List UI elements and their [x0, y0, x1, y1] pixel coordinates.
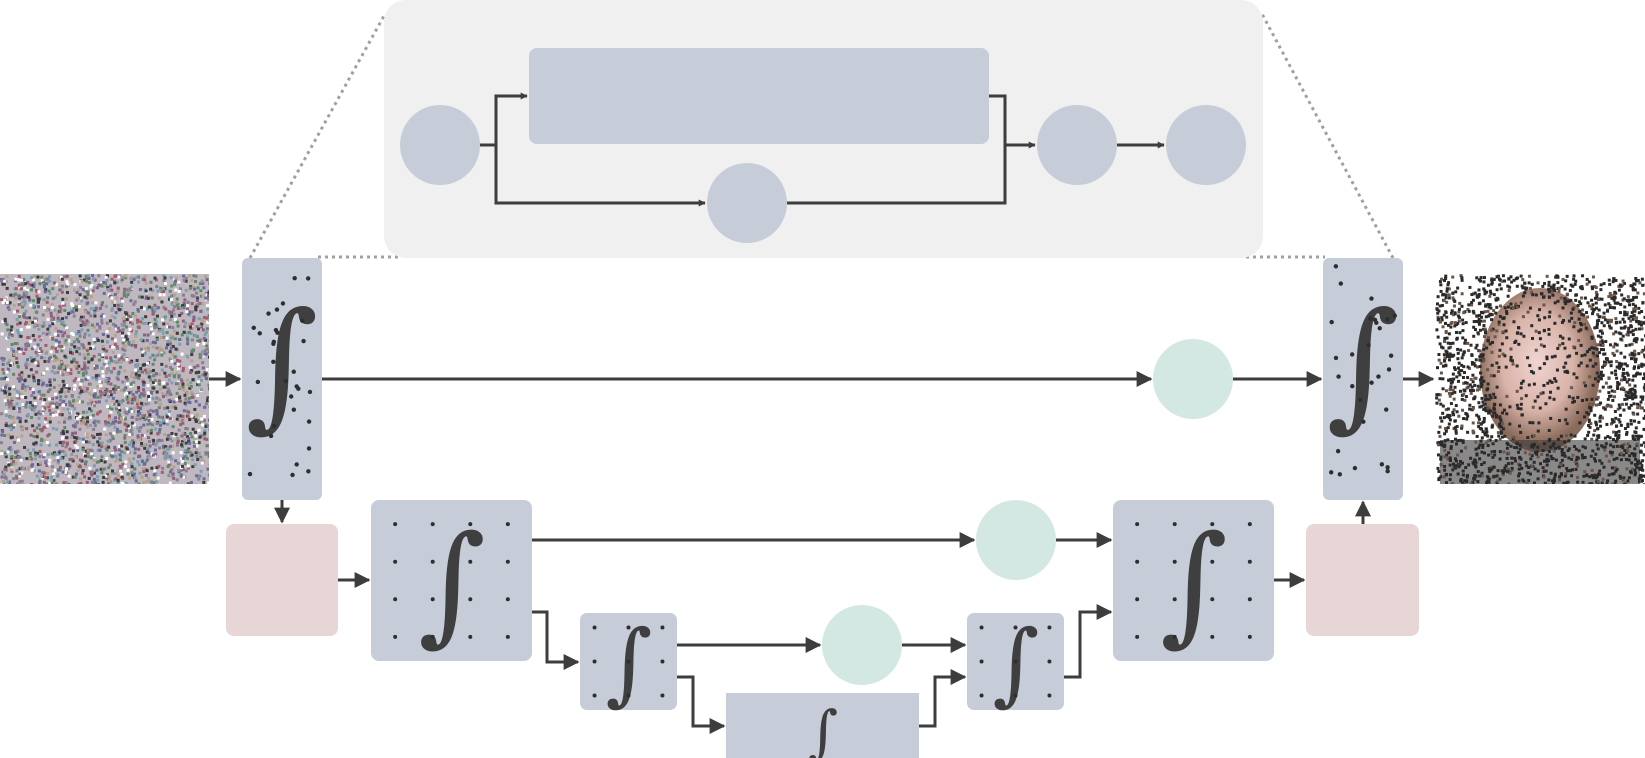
inset-main-block — [529, 48, 989, 144]
inset-skip-node — [707, 163, 787, 243]
bottleneck-block: ∫ — [726, 693, 919, 758]
downsample-block — [226, 524, 338, 636]
integral-symbol: ∫ — [246, 283, 319, 446]
upsample-block — [1306, 524, 1419, 636]
level2-decoder-block: ∫ — [1113, 500, 1274, 661]
inset-input-node — [400, 105, 480, 185]
inset-detail-panel — [384, 0, 1263, 258]
level3-encoder-block: ∫ — [580, 611, 677, 716]
inset-merge-node — [1037, 105, 1117, 185]
integral-symbol: ∫ — [808, 698, 838, 758]
inset-output-node — [1166, 105, 1246, 185]
level3-merge-node — [822, 605, 902, 685]
inset-arrows — [480, 92, 1165, 207]
input-noise-image — [0, 274, 209, 484]
output-face-image — [1435, 274, 1645, 484]
integral-symbol: ∫ — [1327, 283, 1400, 446]
level2-encoder-block: ∫ — [371, 500, 532, 661]
level1-encoder-block: ∫ — [242, 258, 322, 500]
level3-decoder-block: ∫ — [967, 611, 1064, 716]
level1-decoder-block: ∫ — [1323, 258, 1403, 500]
connection-arrows — [209, 371, 1435, 734]
integral-symbol: ∫ — [1160, 507, 1228, 659]
zoom-guides — [248, 13, 1395, 259]
level1-merge-node — [1153, 339, 1233, 419]
integral-symbol: ∫ — [418, 507, 486, 659]
level2-merge-node — [976, 500, 1056, 580]
face-photo-icon — [1480, 288, 1600, 452]
